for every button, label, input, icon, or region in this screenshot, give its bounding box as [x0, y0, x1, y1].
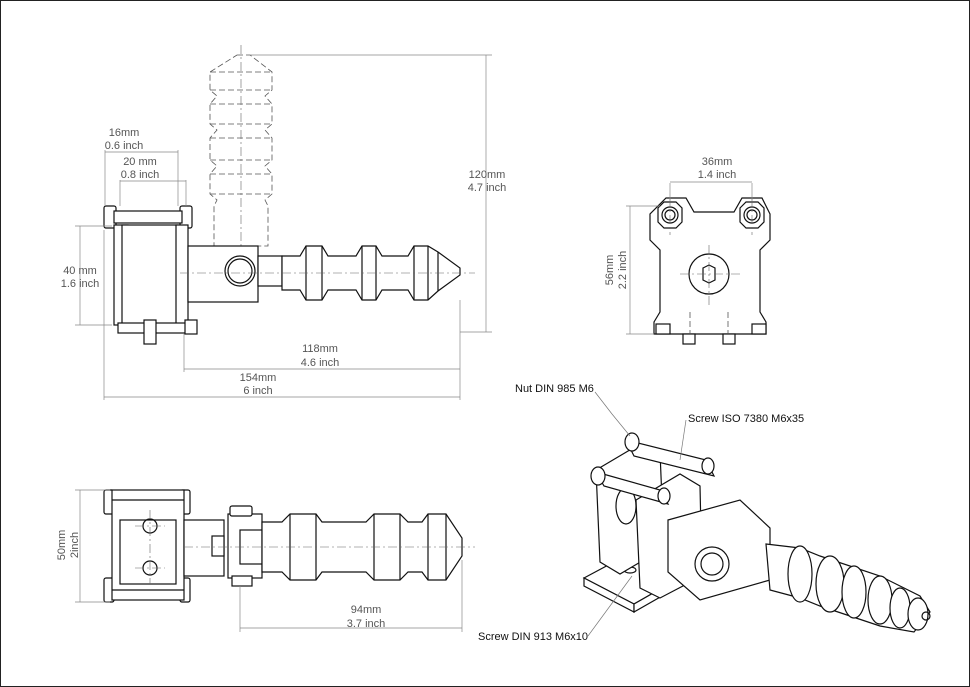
bracket-body	[121, 224, 179, 326]
dim-36-mm: 36mm	[702, 156, 733, 168]
dim-120-mm: 120mm	[469, 169, 506, 181]
dim-118-mm: 118mm	[302, 343, 338, 355]
pin-bottom-right	[184, 319, 198, 335]
dim-20-inch: 0.8 inch	[121, 169, 160, 181]
iso-plunger	[765, 543, 931, 633]
bracket-side-plate-right	[175, 224, 189, 326]
iso-nut-left	[590, 466, 606, 486]
dim-36-inch: 1.4 inch	[698, 169, 737, 181]
side-view: 16mm 0.6 inch 20 mm 0.8 inch 40 mm 1.6 i…	[61, 45, 507, 400]
dim-20-mm: 20 mm	[123, 156, 157, 168]
front-foot-right	[722, 333, 736, 345]
dim-56-mm: 56mm	[604, 255, 616, 286]
dim-16-inch: 0.6 inch	[105, 140, 144, 152]
dim-40-inch: 1.6 inch	[61, 278, 100, 290]
callout-nut: Nut DIN 985 M6	[515, 383, 594, 395]
set-screw-bottom	[143, 319, 157, 345]
dim-154-inch: 6 inch	[243, 385, 272, 397]
dim-94-inch: 3.7 inch	[347, 618, 386, 630]
dim-94-mm: 94mm	[351, 604, 382, 616]
top-view: 50mm 2inch 94mm 3.7 inch	[56, 489, 475, 632]
dim-120-inch: 4.7 inch	[468, 182, 507, 194]
dim-50-inch: 2inch	[69, 532, 81, 558]
iso-clevis-pin	[694, 546, 730, 582]
side-view-dimensions	[75, 54, 492, 400]
clevis-pin	[224, 255, 256, 287]
vertical-handle-hidden	[209, 45, 273, 300]
callout-screw-din: Screw DIN 913 M6x10	[478, 631, 588, 643]
screw-shank-top	[113, 210, 183, 224]
leader-screw-din	[587, 575, 633, 637]
dim-16-mm: 16mm	[109, 127, 140, 139]
dim-118-inch: 4.6 inch	[301, 357, 340, 369]
horizontal-plunger	[180, 245, 475, 301]
front-foot-left	[682, 333, 696, 345]
dim-56-inch: 2.2 inch	[617, 251, 629, 290]
leader-screw-iso	[679, 419, 687, 461]
front-view: 36mm 1.4 inch 56mm 2.2 inch	[604, 156, 771, 345]
leader-nut	[594, 391, 631, 437]
iso-nut-top	[624, 432, 640, 452]
dim-154-mm: 154mm	[240, 372, 277, 384]
isometric-view: Nut DIN 985 M6 Screw ISO 7380 M6x35 Scre…	[478, 383, 931, 643]
clevis-nut	[257, 255, 283, 287]
callout-screw-iso: Screw ISO 7380 M6x35	[688, 413, 804, 425]
dim-40-mm: 40 mm	[63, 265, 97, 277]
dim-50-mm: 50mm	[56, 530, 68, 561]
